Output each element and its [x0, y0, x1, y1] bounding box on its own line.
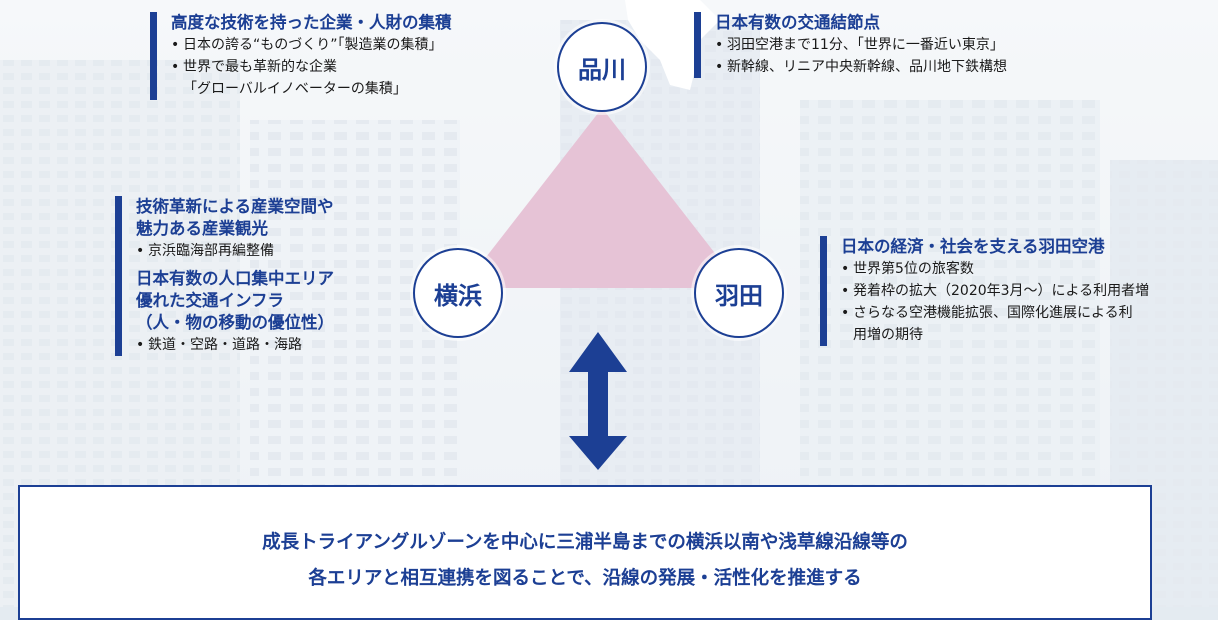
yokohama-heading-1a: 技術革新による産業空間や: [136, 197, 334, 216]
haneda-bullet-3-cont: 用増の期待: [853, 327, 923, 343]
node-yokohama: 横浜: [413, 248, 503, 338]
haneda-bullet-2: 発着枠の拡大（2020年3月～）による利用者増: [841, 280, 1149, 302]
haneda-bullet-1: 世界第5位の旅客数: [841, 258, 1149, 280]
transport-hub-heading: 日本有数の交通結節点: [715, 13, 880, 32]
yokohama-heading-2b: 優れた交通インフラ: [136, 291, 285, 310]
node-haneda: 羽田: [694, 248, 784, 338]
growth-triangle: [462, 108, 742, 288]
yokohama-heading-1b: 魅力ある産業観光: [136, 219, 268, 238]
double-arrow-icon: [569, 332, 627, 470]
shinagawa-industry-bullet-2: 世界で最も革新的な企業: [171, 56, 452, 78]
yokohama-block: 技術革新による産業空間や 魅力ある産業観光 京浜臨海部再編整備 日本有数の人口集…: [115, 196, 334, 356]
transport-hub-bullet-1: 羽田空港まで11分、「世界に一番近い東京」: [715, 34, 1007, 56]
yokohama-heading-2a: 日本有数の人口集中エリア: [136, 269, 334, 288]
shinagawa-industry-bullet-1: 日本の誇る“ものづくり”「製造業の集積」: [171, 34, 452, 56]
shinagawa-industry-bullet-2-cont: 「グローバルイノベーターの集積」: [183, 81, 407, 97]
transport-hub-block: 日本有数の交通結節点 羽田空港まで11分、「世界に一番近い東京」 新幹線、リニア…: [694, 12, 1007, 78]
yokohama-bullet-1: 京浜臨海部再編整備: [136, 240, 334, 262]
shinagawa-industry-block: 高度な技術を持った企業・人財の集積 日本の誇る“ものづくり”「製造業の集積」 世…: [150, 12, 452, 100]
node-shinagawa: 品川: [557, 22, 647, 112]
yokohama-heading-2c: （人・物の移動の優位性）: [136, 313, 334, 332]
haneda-heading: 日本の経済・社会を支える羽田空港: [841, 237, 1105, 256]
haneda-bullet-3: さらなる空港機能拡張、国際化進展による利: [841, 302, 1149, 324]
summary-box: 成長トライアングルゾーンを中心に三浦半島までの横浜以南や浅草線沿線等の 各エリア…: [18, 485, 1152, 620]
summary-line-1: 成長トライアングルゾーンを中心に三浦半島までの横浜以南や浅草線沿線等の: [262, 532, 908, 553]
transport-hub-bullet-2: 新幹線、リニア中央新幹線、品川地下鉄構想: [715, 56, 1007, 78]
haneda-block: 日本の経済・社会を支える羽田空港 世界第5位の旅客数 発着枠の拡大（2020年3…: [820, 236, 1149, 346]
summary-line-2: 各エリアと相互連携を図ることで、沿線の発展・活性化を推進する: [308, 568, 862, 589]
shinagawa-industry-heading: 高度な技術を持った企業・人財の集積: [171, 13, 452, 32]
yokohama-bullet-2: 鉄道・空路・道路・海路: [136, 334, 334, 356]
